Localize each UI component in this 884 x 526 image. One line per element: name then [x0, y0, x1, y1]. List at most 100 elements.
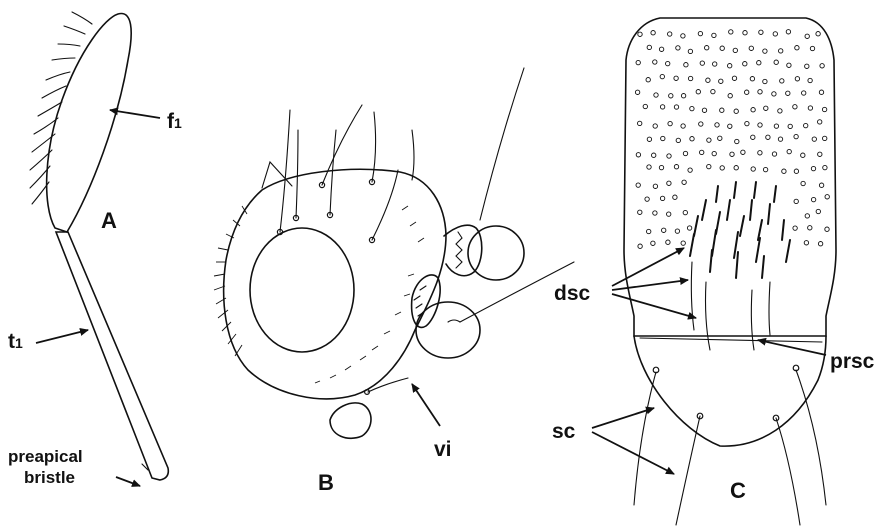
antenna-scape	[444, 225, 482, 276]
puncture-dot	[823, 136, 827, 140]
puncture-dot	[743, 31, 747, 35]
femur-label: f1	[167, 110, 182, 133]
puncture-dot	[786, 91, 790, 95]
puncture-dot	[688, 76, 692, 80]
puncture-dot	[728, 124, 732, 128]
puncture-dot	[647, 137, 651, 141]
puncture-dot	[751, 108, 755, 112]
puncture-dot	[653, 211, 657, 215]
puncture-dot	[778, 109, 782, 113]
puncture-dot	[661, 136, 665, 140]
puncture-dot	[812, 137, 816, 141]
puncture-dot	[805, 64, 809, 68]
puncture-dot	[794, 169, 798, 173]
dsc-arrow-2	[612, 280, 688, 290]
puncture-dot	[667, 212, 671, 216]
puncture-dot	[732, 76, 736, 80]
labellum-tip	[448, 320, 460, 322]
puncture-dot	[750, 77, 754, 81]
puncture-dot	[647, 229, 651, 233]
puncture-dot	[705, 46, 709, 50]
puncture-dot	[819, 90, 823, 94]
puncture-dot	[802, 91, 806, 95]
puncture-dot	[696, 90, 700, 94]
puncture-dot	[816, 32, 820, 36]
puncture-dot	[763, 79, 767, 83]
puncture-dot	[646, 78, 650, 82]
ocellar-tubercle	[262, 162, 292, 188]
puncture-dot	[779, 49, 783, 53]
puncture-dot	[729, 30, 733, 34]
puncture-dot	[712, 33, 716, 37]
femur-arrow	[110, 110, 160, 118]
puncture-dot	[651, 31, 655, 35]
puncture-dot	[667, 154, 671, 158]
head-bristles	[280, 105, 414, 240]
puncture-dot	[675, 229, 679, 233]
puncture-dot	[810, 46, 814, 50]
puncture-dot	[720, 166, 724, 170]
puncture-dot	[638, 244, 642, 248]
puncture-dot	[653, 124, 657, 128]
puncture-dot	[667, 181, 671, 185]
puncture-dot	[774, 124, 778, 128]
puncture-dot	[668, 32, 672, 36]
genal-hairs	[315, 206, 424, 383]
puncture-dot	[778, 137, 782, 141]
sc-arrow-2	[592, 432, 674, 474]
puncture-dot	[636, 153, 640, 157]
puncture-dot	[647, 165, 651, 169]
puncture-dot	[772, 152, 776, 156]
puncture-dot	[682, 180, 686, 184]
puncture-dot	[683, 210, 687, 214]
palp	[412, 275, 440, 327]
puncture-dot	[706, 78, 710, 82]
puncture-dot	[711, 89, 715, 93]
puncture-dot	[788, 124, 792, 128]
puncture-dot	[660, 74, 664, 78]
panel-c-thorax: dsc prsc sc C	[552, 18, 875, 525]
puncture-dot	[819, 183, 823, 187]
bristle-sockets	[277, 179, 374, 242]
puncture-dot	[668, 121, 672, 125]
puncture-dot	[684, 62, 688, 66]
sc-arrow-1	[592, 408, 654, 428]
femur-outline	[47, 13, 132, 232]
puncture-dot	[825, 227, 829, 231]
puncture-dot	[794, 134, 798, 138]
tibia-label: t1	[8, 330, 23, 353]
panel-a-leg: f1 A t1 preapical bristle	[8, 12, 182, 487]
puncture-dot	[793, 105, 797, 109]
dsc-arrow-1	[612, 248, 684, 286]
puncture-dot	[638, 32, 642, 36]
head-microtrichia	[214, 206, 247, 356]
puncture-dot	[795, 46, 799, 50]
puncture-dot	[818, 242, 822, 246]
puncture-dot	[735, 139, 739, 143]
puncture-dot	[794, 199, 798, 203]
puncture-dot	[822, 107, 826, 111]
puncture-dot	[651, 241, 655, 245]
puncture-dot	[808, 106, 812, 110]
panel-a-label: A	[101, 208, 117, 233]
sc-label: sc	[552, 420, 576, 443]
puncture-dot	[643, 104, 647, 108]
puncture-dot	[811, 166, 815, 170]
head-capsule	[224, 169, 446, 399]
puncture-dot	[758, 123, 762, 127]
puncture-dot	[734, 166, 738, 170]
puncture-dot	[638, 121, 642, 125]
puncture-dot	[674, 105, 678, 109]
puncture-dot	[749, 46, 753, 50]
puncture-dot	[700, 61, 704, 65]
puncture-dot	[758, 151, 762, 155]
dsc-arrow-3	[612, 294, 696, 318]
antenna-serrations	[456, 232, 462, 268]
puncture-dot	[674, 76, 678, 80]
puncture-dot	[654, 93, 658, 97]
puncture-dot	[638, 210, 642, 214]
puncture-dot	[669, 94, 673, 98]
puncture-dot	[805, 34, 809, 38]
puncture-dot	[743, 62, 747, 66]
